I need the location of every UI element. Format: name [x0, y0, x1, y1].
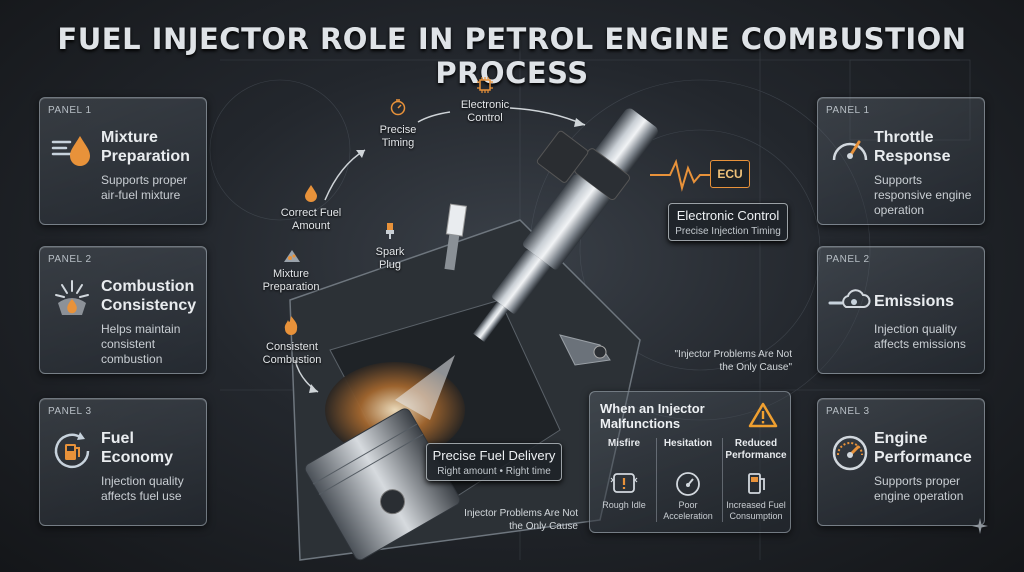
panel-description: Supports proper air-fuel mixture: [101, 173, 188, 202]
panel-title: Mixture Preparation: [101, 129, 190, 165]
sparkle-icon: [972, 518, 988, 534]
flow-mixture-preparation: Mixture Preparation: [262, 268, 320, 293]
fuel-pump-icon: [748, 473, 765, 494]
page-title: FUEL INJECTOR ROLE IN PETROL ENGINE COMB…: [57, 22, 967, 90]
flow-precise-timing: Precise Timing: [379, 124, 417, 149]
rough-idle-icon: [610, 473, 638, 493]
panel-title: Engine Performance: [874, 430, 972, 466]
stopwatch-icon: [390, 99, 406, 116]
panel-number: PANEL 2: [48, 254, 92, 265]
panel-description: Injection quality affects fuel use: [101, 474, 184, 503]
panel-title: Throttle Response: [874, 129, 951, 165]
panel-fuel-economy: PANEL 3 Fuel Economy Injection quality a…: [39, 398, 207, 526]
panel-description: Injection quality affects emissions: [874, 322, 966, 351]
speedometer-icon: [832, 435, 868, 471]
malfunction-panel: When an Injector Malfunctions Misfire Ro…: [589, 391, 791, 533]
malfunction-column: Misfire Rough Idle: [594, 438, 654, 511]
chip-icon: [477, 77, 493, 93]
panel-title: Fuel Economy: [101, 430, 174, 466]
callout-subtitle: Right amount • Right time: [437, 466, 551, 477]
fuel-drop-icon: [305, 185, 317, 202]
callout-title: Electronic Control: [676, 208, 780, 223]
panel-title: Emissions: [874, 293, 955, 310]
flame-icon: [284, 316, 298, 335]
panel-combustion-consistency: PANEL 2 Combustion Consistency Helps mai…: [39, 246, 207, 374]
warning-icon: [748, 402, 778, 428]
malfunction-column: Reduced Performance Increased Fuel Consu…: [723, 438, 789, 522]
spark-flame-icon: [55, 280, 89, 315]
quote-bottom: Injector Problems Are Not the Only Cause: [464, 508, 578, 532]
flow-correct-fuel-amount: Correct Fuel Amount: [280, 207, 342, 232]
column-label: Poor Acceleration: [663, 500, 713, 521]
flow-consistent-combustion: Consistent Combustion: [262, 341, 322, 366]
column-divider: [656, 438, 657, 522]
flow-electronic-control: Electronic Control: [460, 99, 510, 124]
panel-number: PANEL 1: [48, 105, 92, 116]
fuel-delivery-callout: Precise Fuel Delivery Right amount • Rig…: [426, 443, 562, 481]
mixture-icon: [284, 250, 300, 262]
column-header: Reduced Performance: [725, 438, 787, 461]
column-label: Increased Fuel Consumption: [726, 500, 786, 521]
air-fuel-droplet-icon: [51, 136, 90, 166]
panel-description: Supports proper engine operation: [874, 474, 964, 503]
spark-plug-icon: [386, 223, 394, 239]
panel-title: Combustion Consistency: [101, 278, 197, 314]
column-label: Rough Idle: [602, 500, 646, 510]
panel-number: PANEL 2: [826, 254, 870, 265]
malfunction-column: Hesitation Poor Acceleration: [658, 438, 718, 522]
exhaust-cloud-icon: [828, 289, 871, 308]
panel-throttle-response: PANEL 1 Throttle Response Supports respo…: [817, 97, 985, 225]
fuel-pump-cycle-icon: [54, 432, 90, 469]
panel-description: Helps maintain consistent combustion: [101, 322, 181, 366]
panel-emissions: PANEL 2 Emissions Injection quality affe…: [817, 246, 985, 374]
panel-engine-performance: PANEL 3 Engine Performance Supports prop…: [817, 398, 985, 526]
panel-mixture-preparation: PANEL 1 Mixture Preparation Supports pro…: [39, 97, 207, 225]
malfunction-title: When an Injector Malfunctions: [600, 401, 705, 431]
column-header: Hesitation: [663, 438, 713, 449]
ecu-chip: ECU: [710, 160, 750, 188]
panel-number: PANEL 1: [826, 105, 870, 116]
gauge-icon: [832, 140, 868, 161]
panel-description: Supports responsive engine operation: [874, 173, 972, 217]
gauge-icon: [676, 472, 700, 496]
quote-top: "Injector Problems Are Not the Only Caus…: [674, 349, 793, 373]
ecu-label: ECU: [717, 167, 743, 181]
column-divider: [722, 438, 723, 522]
flow-spark-plug: Spark Plug: [375, 246, 405, 271]
panel-number: PANEL 3: [48, 406, 92, 417]
panel-number: PANEL 3: [826, 406, 870, 417]
ecu-callout: Electronic Control Precise Injection Tim…: [668, 203, 788, 241]
callout-subtitle: Precise Injection Timing: [675, 226, 781, 237]
column-header: Misfire: [607, 438, 641, 449]
callout-title: Precise Fuel Delivery: [432, 448, 556, 463]
